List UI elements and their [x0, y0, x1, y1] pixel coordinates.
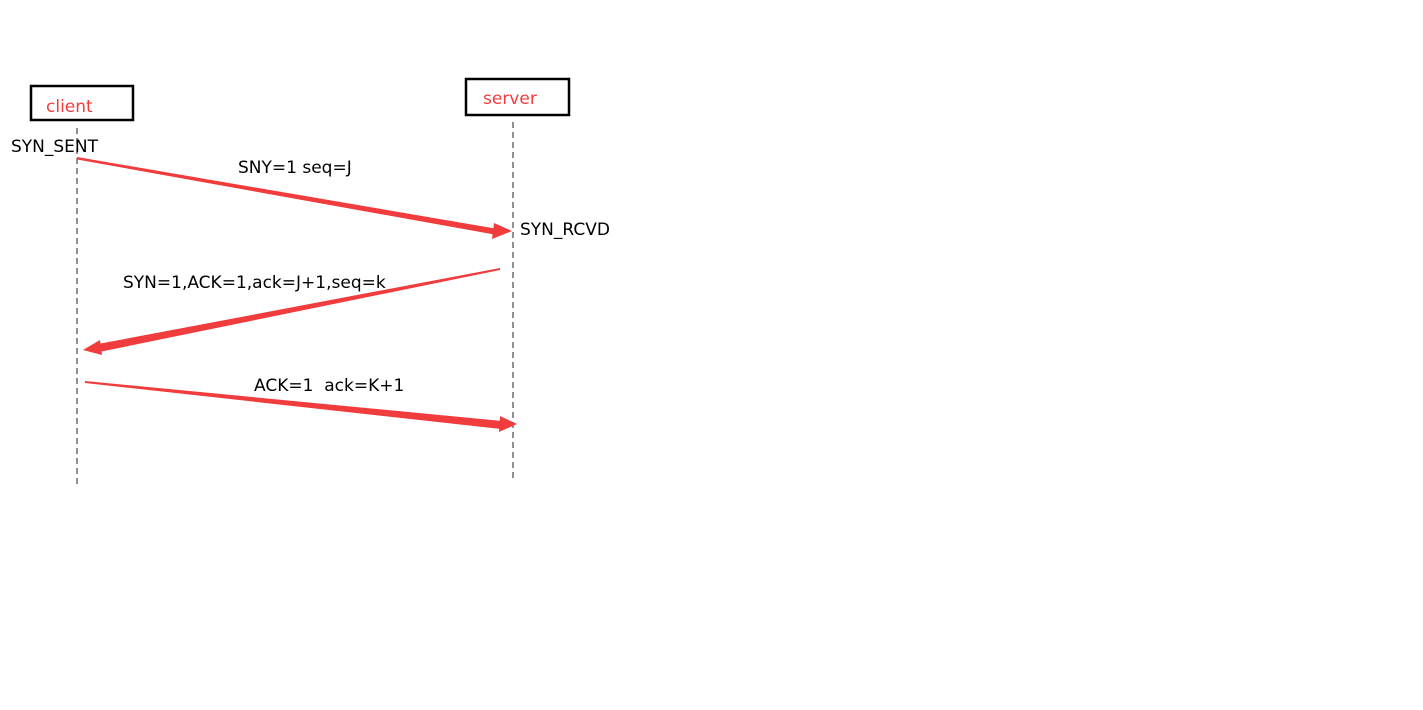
message-arrow-3 [85, 381, 517, 432]
message-arrow-1-head [492, 223, 512, 239]
message-arrow-2 [83, 268, 500, 355]
message-arrow-2-shaft [98, 268, 500, 352]
message-arrow-2-head [83, 340, 102, 355]
message-label-2: SYN=1,ACK=1,ack=J+1,seq=k [123, 273, 386, 293]
message-arrow-3-head [499, 416, 517, 432]
server-label: server [483, 89, 537, 109]
client-box-frame [29, 84, 135, 122]
message-arrow-3-shaft [85, 381, 502, 429]
message-label-3: ACK=1 ack=K+1 [254, 376, 404, 396]
message-arrow-1 [77, 157, 512, 239]
server-box-frame [464, 77, 571, 117]
server-box: server [464, 77, 571, 117]
message-label-1: SNY=1 seq=J [238, 158, 352, 178]
client-state-label: SYN_SENT [11, 137, 99, 157]
client-box: client [29, 84, 135, 122]
server-state-label: SYN_RCVD [520, 220, 610, 240]
message-arrow-1-shaft [77, 157, 498, 235]
client-label: client [46, 97, 93, 117]
